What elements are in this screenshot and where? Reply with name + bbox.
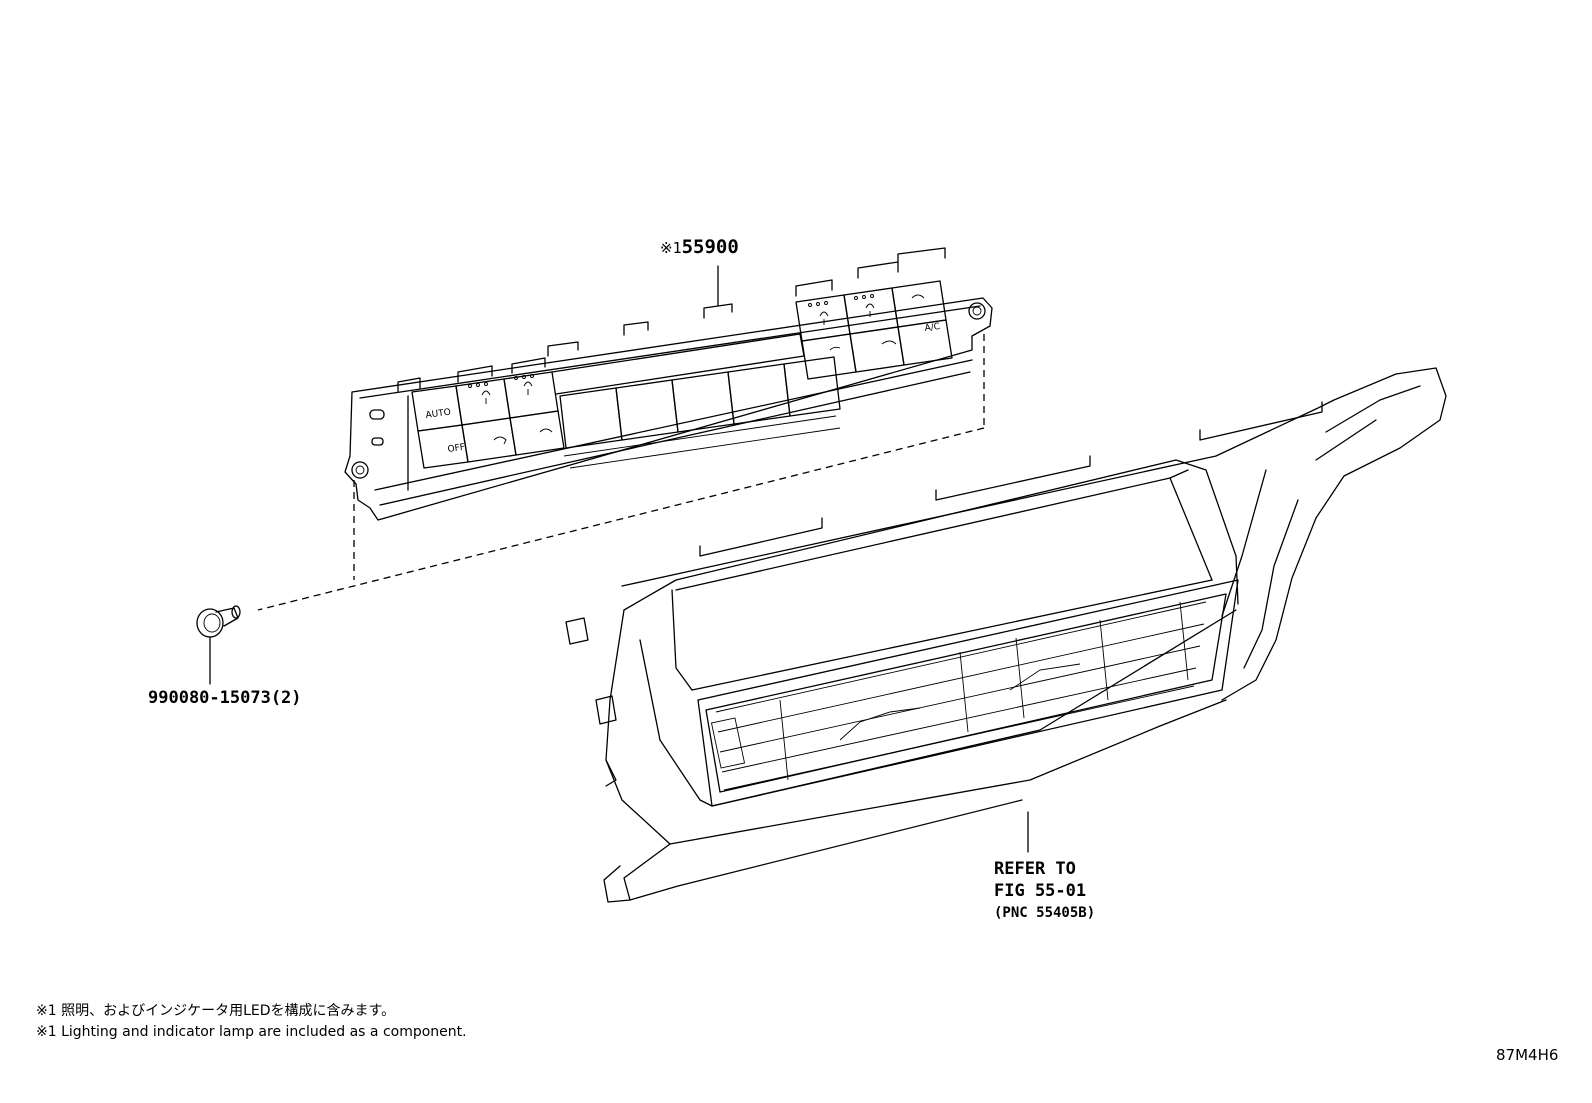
clip-fastener xyxy=(196,605,241,638)
ac-button-label: A/C xyxy=(924,322,941,334)
figure-code: 87M4H6 xyxy=(1496,1046,1559,1064)
switch-part-label: ※155900 xyxy=(660,236,739,258)
switch-part-number: 55900 xyxy=(681,236,739,258)
footnote-english: ※1 Lighting and indicator lamp are inclu… xyxy=(36,1024,467,1040)
refer-note: REFER TO FIG 55-01 (PNC 55405B) xyxy=(994,858,1095,924)
refer-line-1: REFER TO xyxy=(994,859,1076,879)
center-cluster-bezel xyxy=(565,367,1447,903)
climate-control-switch-panel: AUTO OFF A/C xyxy=(344,247,993,521)
refer-line-2: FIG 55-01 xyxy=(994,881,1087,901)
footnote-japanese: ※1 照明、およびインジケータ用LEDを構成に含みます。 xyxy=(36,1003,396,1019)
note-marker: ※1 xyxy=(660,239,682,257)
clip-part-number: 990080-15073(2) xyxy=(148,688,302,708)
off-button-label: OFF xyxy=(447,443,466,455)
mounting-dashed-lines xyxy=(257,334,985,611)
refer-line-3: (PNC 55405B) xyxy=(994,905,1096,921)
auto-button-label: AUTO xyxy=(425,408,451,421)
